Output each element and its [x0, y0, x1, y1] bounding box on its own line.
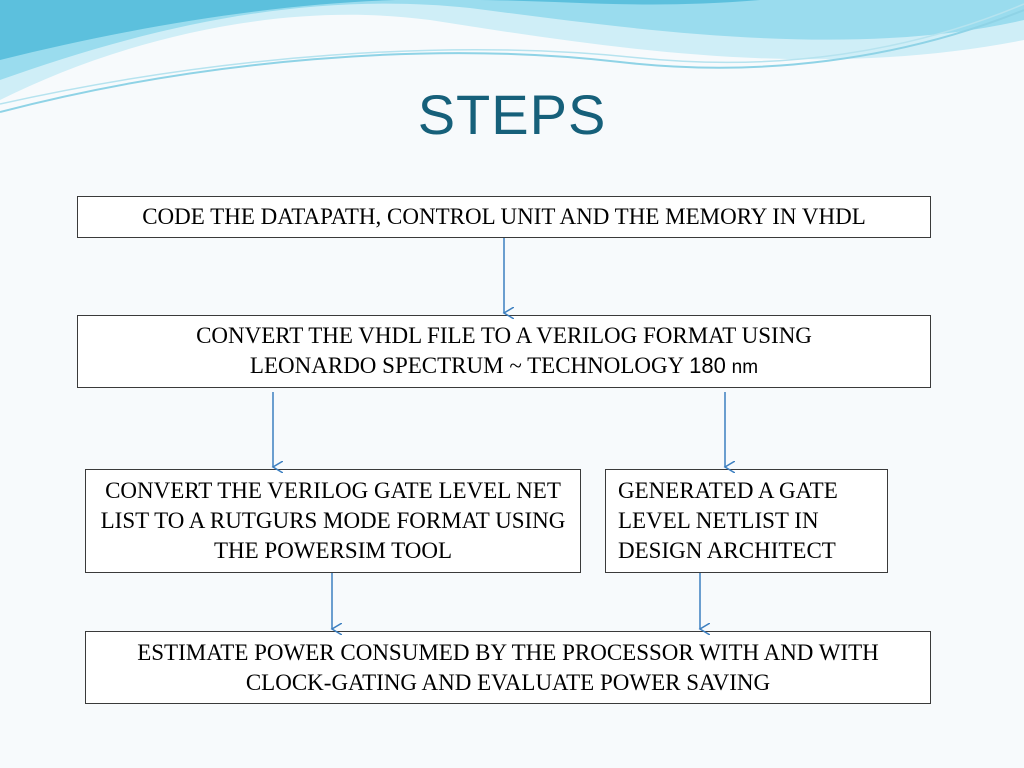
- step-rutgurs-text: CONVERT THE VERILOG GATE LEVEL NET LIST …: [100, 478, 566, 563]
- step-convert-verilog-box: CONVERT THE VHDL FILE TO A VERILOG FORMA…: [77, 315, 931, 388]
- step-convert-verilog-line2: LEONARDO SPECTRUM ~ TECHNOLOGY 180 nm: [196, 351, 812, 383]
- technology-unit: nm: [731, 356, 759, 378]
- step-design-architect-text: GENERATED A GATE LEVEL NETLIST IN DESIGN…: [618, 478, 838, 563]
- slide-title: STEPS: [417, 83, 607, 146]
- header-wave-decoration: [0, 0, 1024, 113]
- step-estimate-power-text: ESTIMATE POWER CONSUMED BY THE PROCESSOR…: [137, 639, 879, 695]
- step-rutgurs-box: CONVERT THE VERILOG GATE LEVEL NET LIST …: [85, 469, 581, 573]
- step-estimate-power-box: ESTIMATE POWER CONSUMED BY THE PROCESSOR…: [85, 631, 931, 704]
- step-convert-verilog-line1: CONVERT THE VHDL FILE TO A VERILOG FORMA…: [196, 322, 812, 348]
- step-design-architect-box: GENERATED A GATE LEVEL NETLIST IN DESIGN…: [605, 469, 888, 573]
- step-convert-verilog-line2-text: LEONARDO SPECTRUM ~ TECHNOLOGY: [249, 352, 690, 378]
- step-code-vhdl-box: CODE THE DATAPATH, CONTROL UNIT AND THE …: [77, 196, 931, 238]
- step-code-vhdl-text: CODE THE DATAPATH, CONTROL UNIT AND THE …: [142, 204, 866, 229]
- technology-value: 180: [689, 352, 726, 378]
